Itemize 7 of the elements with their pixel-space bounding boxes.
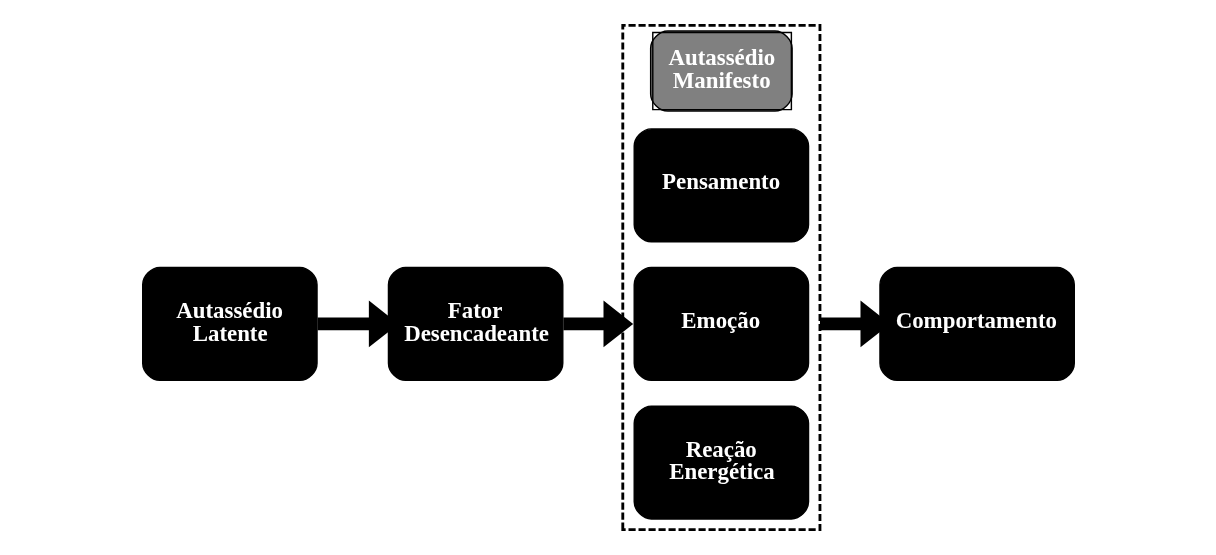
arrow [562,300,633,348]
node-box: Fator Desencadeante [387,266,563,382]
node-box: Autassédio Latente [141,266,318,382]
node-box: Comportamento [878,266,1075,382]
node-box: Pensamento [633,128,809,243]
node-box: Emoção [633,266,809,382]
node-box: Reação Energética [633,405,809,520]
